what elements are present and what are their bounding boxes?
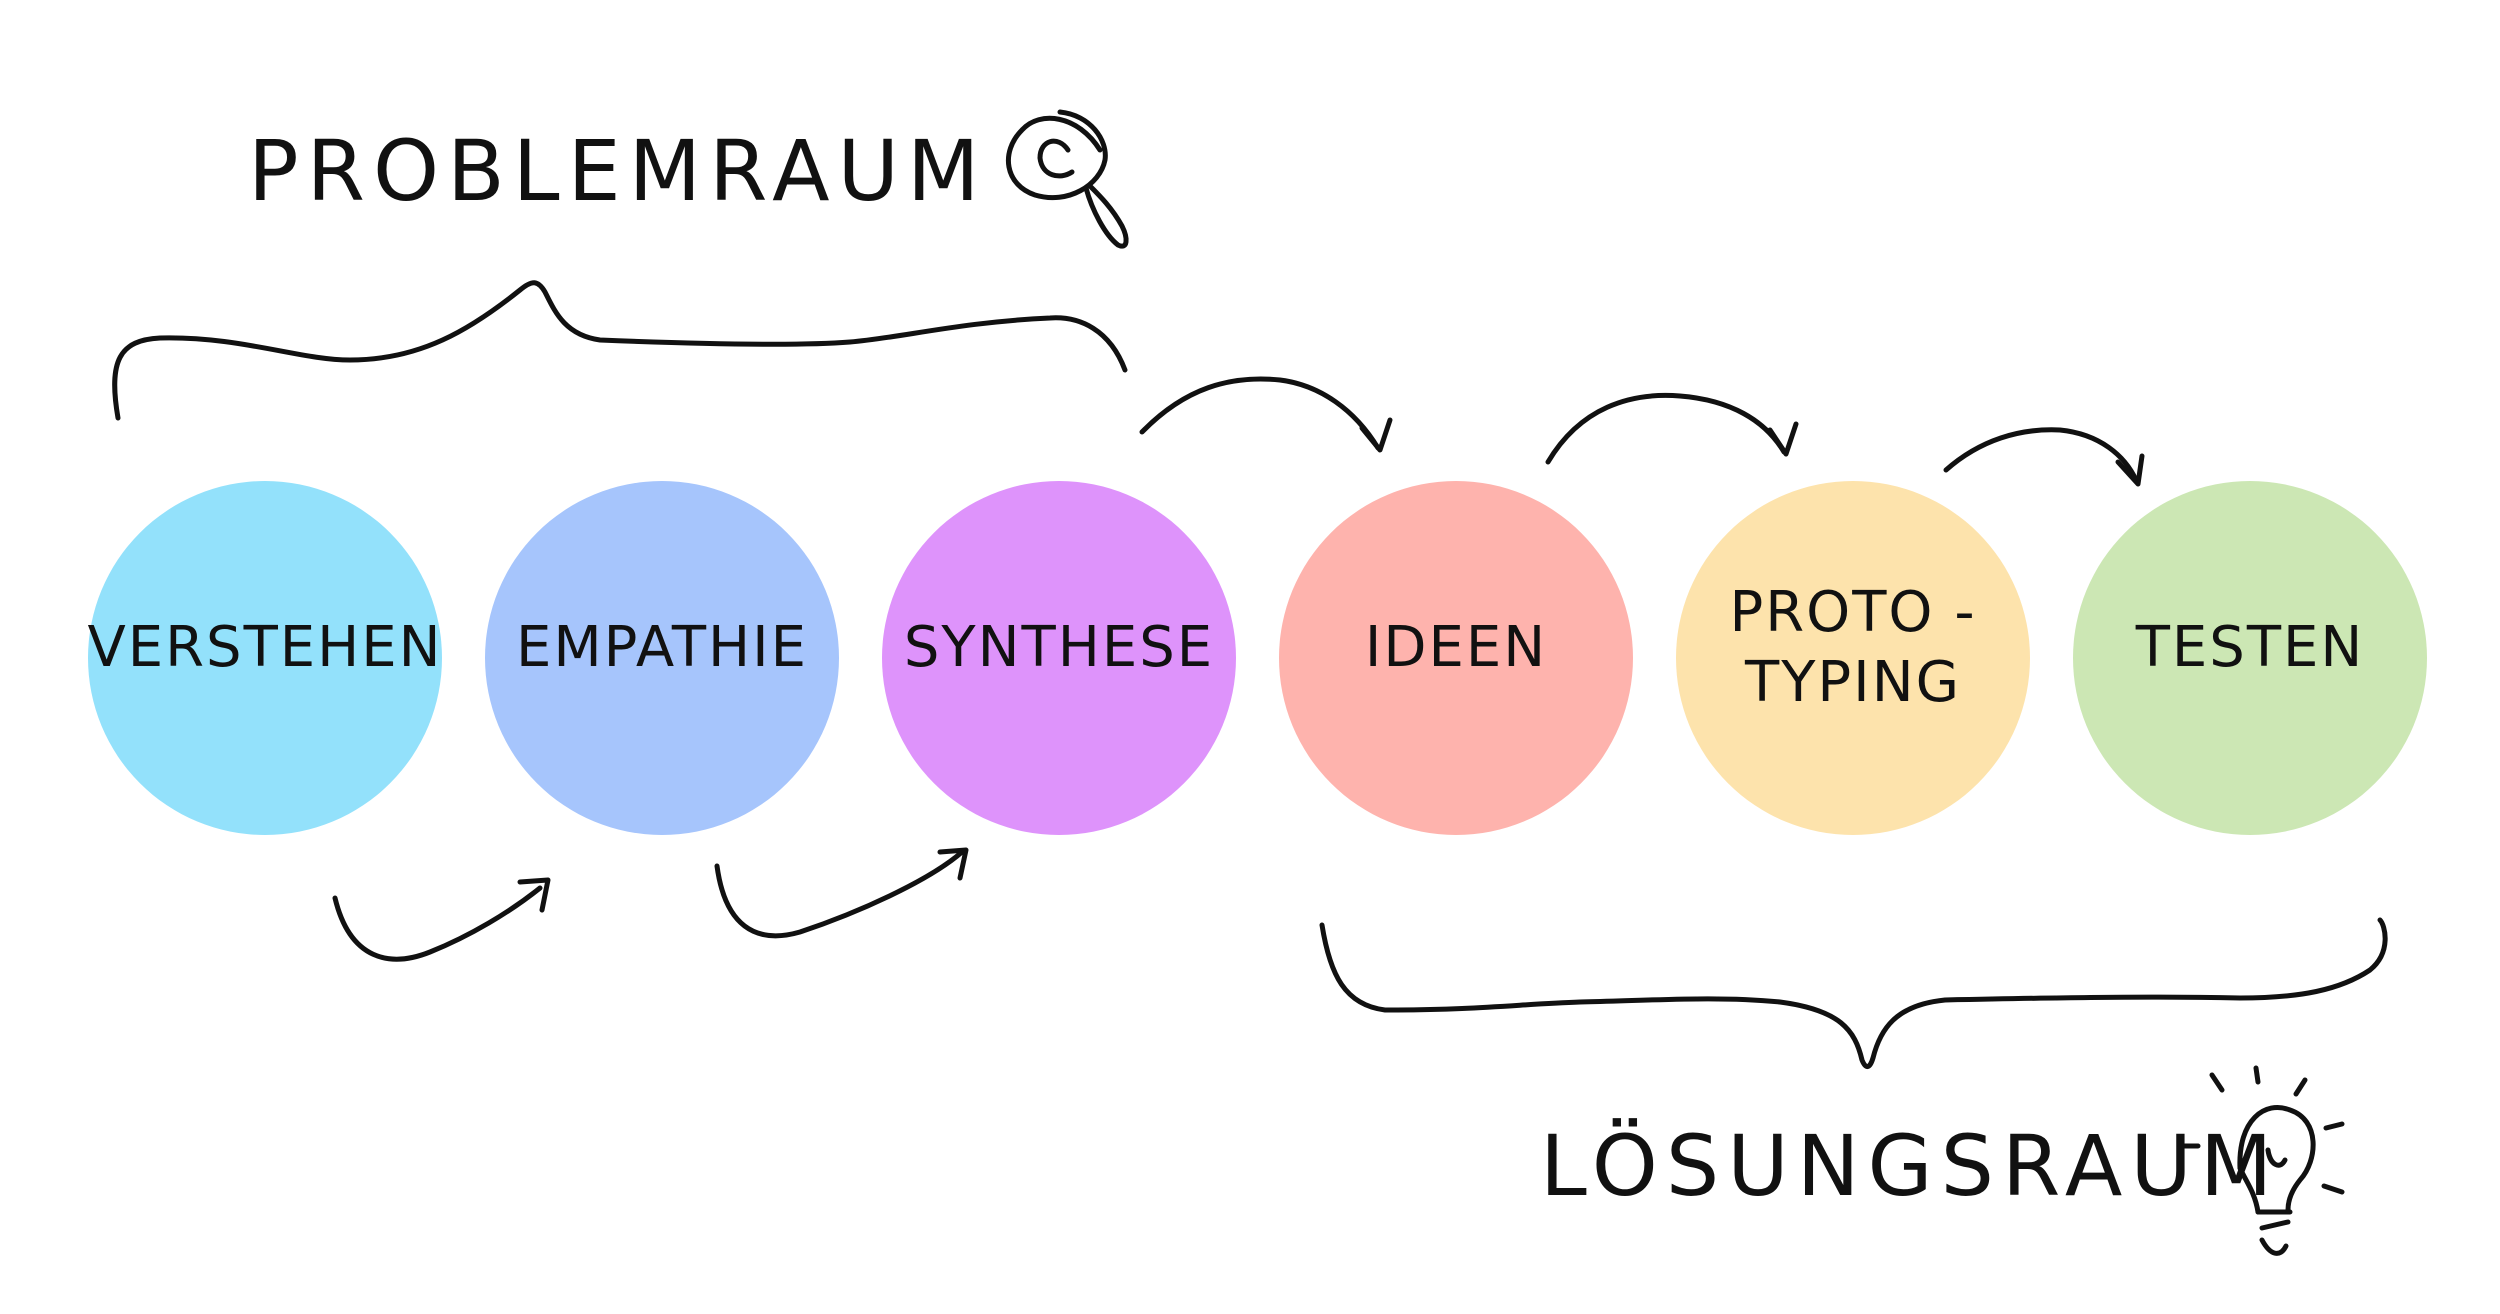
arrow-empathie-synthese — [714, 847, 969, 939]
stage-circle-verstehen — [88, 481, 442, 835]
stage-circle-empathie — [485, 481, 839, 835]
stage-synthese: SYNTHESE — [882, 481, 1236, 835]
solution-space-label: LÖSUNGSRAUM — [1540, 1117, 2280, 1215]
arrow-ideen-prototyping — [1545, 392, 1799, 465]
problem-space-label: PROBLEMRAUM — [248, 122, 988, 220]
stage-circle-prototyping — [1676, 481, 2030, 835]
stage-label-prototyping-2: TYPING — [1744, 650, 1961, 715]
stage-label-ideen: IDEEN — [1365, 615, 1547, 680]
stage-circle-synthese — [882, 481, 1236, 835]
stage-circle-ideen — [1279, 481, 1633, 835]
problem-space-brace — [112, 280, 1128, 421]
solution-space-brace — [1319, 917, 2388, 1069]
magnifier-icon — [1005, 109, 1129, 249]
stage-label-verstehen: VERSTEHEN — [87, 615, 442, 680]
stage-label-prototyping-1: PROTO - — [1729, 580, 1976, 645]
stage-circles: VERSTEHEN EMPATHIE SYNTHESE IDEEN PROTO -TYP… — [87, 481, 2427, 835]
stage-verstehen: VERSTEHEN — [87, 481, 442, 835]
stage-ideen: IDEEN — [1279, 481, 1633, 835]
arrow-synthese-ideen — [1139, 376, 1393, 453]
stage-circle-testen — [2073, 481, 2427, 835]
arrow-prototyping-testen — [1943, 427, 2145, 487]
lightbulb-icon — [2177, 1065, 2345, 1256]
stage-label-testen: TESTEN — [2135, 615, 2365, 680]
stage-label-synthese: SYNTHESE — [904, 615, 1214, 680]
flow-arrows — [332, 376, 2145, 962]
stage-testen: TESTEN — [2073, 481, 2427, 835]
arrow-verstehen-empathie — [332, 877, 551, 962]
stage-label-empathie: EMPATHIE — [516, 615, 808, 680]
stage-empathie: EMPATHIE — [485, 481, 839, 835]
stage-prototyping: PROTO -TYPING — [1676, 481, 2030, 835]
